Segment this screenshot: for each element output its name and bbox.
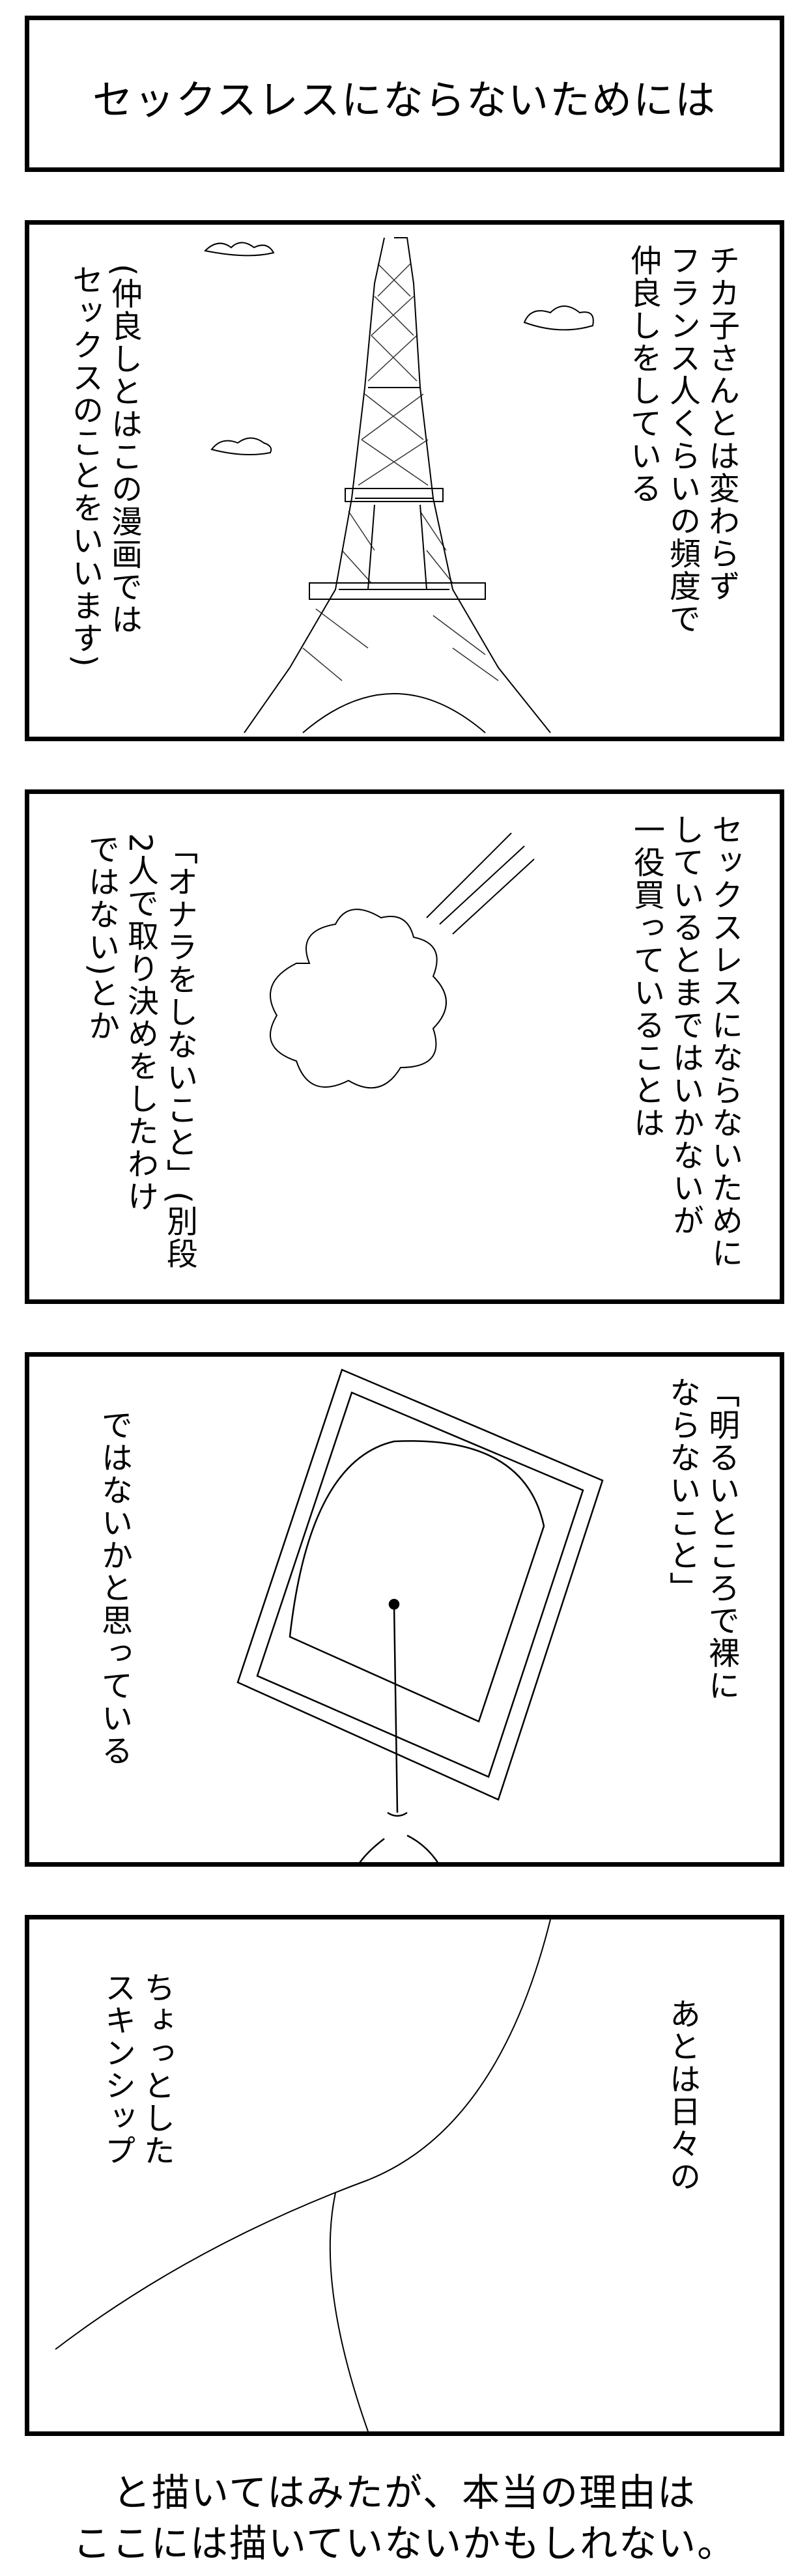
narration-right: あとは日々の <box>664 1998 700 2193</box>
panel-3: 「明るいところで裸に ならないこと」 ではないかと思っている <box>25 1352 784 1867</box>
title-panel: セックスレスにならないためには <box>25 16 784 172</box>
page-title: セックスレスにならないためには <box>92 76 717 124</box>
panel-4: あとは日々の ちょっとした スキンシップ <box>25 1915 784 2436</box>
eiffel-tower-illustration <box>203 237 594 733</box>
narration-left: ではないかと思っている <box>96 1409 132 1767</box>
skin-curve-illustration <box>55 1919 551 2431</box>
narration-left: 「オナラをしないこと」(別段 2人で取り決めをしたわけ ではない)とか <box>83 833 197 1270</box>
panel-2: セックスレスにならないために しているとまではいかないが 一役買っていることは … <box>25 789 784 1304</box>
cloud-puff-illustration <box>270 832 535 1089</box>
narration-left: ちょっとした スキンシップ <box>99 1972 175 2167</box>
narration-right: チカ子さんとは変わらず フランス人くらいの頻度で 仲良しをしている <box>625 244 739 635</box>
caption-line-2: ここには描いていないかもしれない。 <box>72 2521 737 2566</box>
narration-right: 「明るいところで裸に ならないこと」 <box>664 1376 739 1702</box>
ceiling-light-illustration <box>236 1368 604 1862</box>
narration-right: セックスレスにならないために しているとまではいかないが 一役買っていることは <box>628 814 743 1269</box>
narration-left: (仲良しとはこの漫画では セックスのことをいいます) <box>66 264 142 668</box>
panel-1: チカ子さんとは変わらず フランス人くらいの頻度で 仲良しをしている (仲良しとは… <box>25 220 784 741</box>
caption-line-1: と描いてはみたが、本当の理由は <box>113 2470 696 2515</box>
